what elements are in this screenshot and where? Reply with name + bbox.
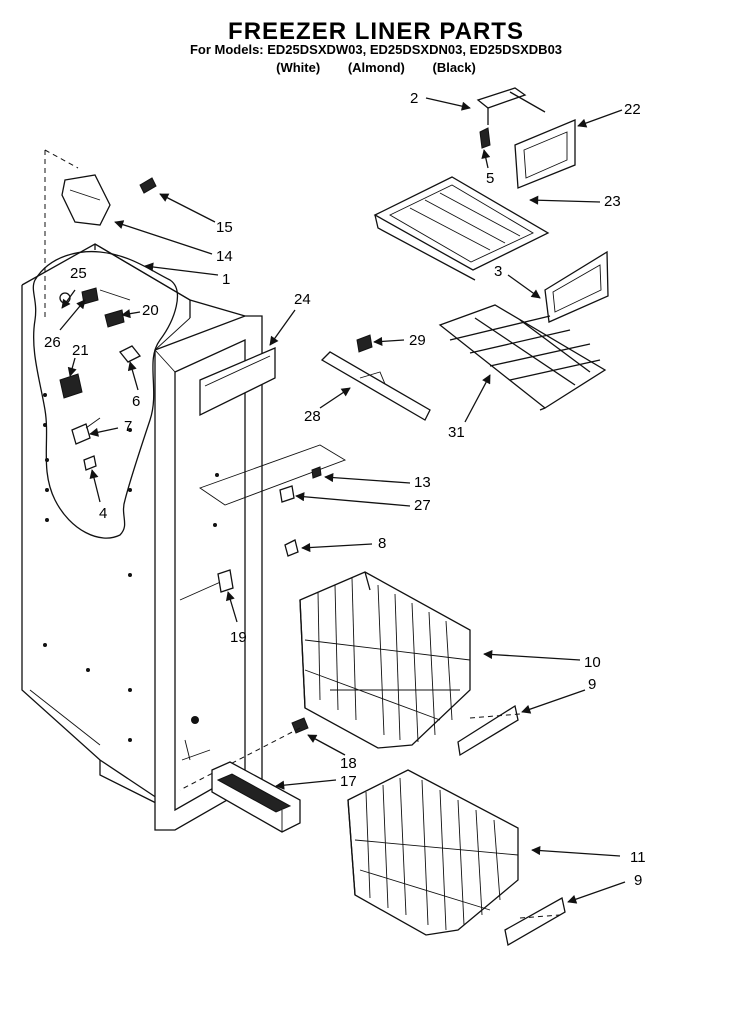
callout-19: 19 <box>230 629 247 646</box>
page-title: FREEZER LINER PARTS <box>228 18 524 45</box>
callout-26: 26 <box>44 334 61 351</box>
callout-17: 17 <box>340 773 357 790</box>
variant-white: (White) <box>276 60 321 75</box>
callout-15: 15 <box>216 219 233 236</box>
callout-9-lower: 9 <box>634 872 642 889</box>
callout-1: 1 <box>222 271 230 288</box>
callout-22: 22 <box>624 101 641 118</box>
callout-labels: 2 22 5 23 3 15 14 1 25 20 26 21 6 7 4 24… <box>44 90 646 889</box>
freezer-liner <box>21 149 263 831</box>
callout-8: 8 <box>378 535 386 552</box>
callout-13: 13 <box>414 474 431 491</box>
callout-7: 7 <box>124 418 132 435</box>
callout-29: 29 <box>409 332 426 349</box>
callout-27: 27 <box>414 497 431 514</box>
callout-14: 14 <box>216 248 233 265</box>
callout-4: 4 <box>99 505 107 522</box>
callout-2: 2 <box>410 90 418 107</box>
leader-arrows <box>59 97 626 904</box>
callout-21: 21 <box>72 342 89 359</box>
callout-23: 23 <box>604 193 621 210</box>
callout-31: 31 <box>448 424 465 441</box>
callout-3: 3 <box>494 263 502 280</box>
callout-6: 6 <box>132 393 140 410</box>
callout-11: 11 <box>630 849 646 866</box>
callout-5: 5 <box>486 170 494 187</box>
callout-24: 24 <box>294 291 311 308</box>
variant-black: (Black) <box>432 60 476 75</box>
color-variants: (White) (Almond) (Black) <box>0 60 752 75</box>
callout-28: 28 <box>304 408 321 425</box>
liner-hardware <box>59 174 347 833</box>
callout-9-upper: 9 <box>588 676 596 693</box>
callout-10: 10 <box>584 654 601 671</box>
callout-18: 18 <box>340 755 357 772</box>
variant-almond: (Almond) <box>347 60 405 75</box>
freezer-baskets <box>299 571 566 947</box>
shelf-parts <box>320 87 609 421</box>
callout-20: 20 <box>142 302 159 319</box>
callout-25: 25 <box>70 265 87 282</box>
model-list: For Models: ED25DSXDW03, ED25DSXDN03, ED… <box>189 42 563 57</box>
